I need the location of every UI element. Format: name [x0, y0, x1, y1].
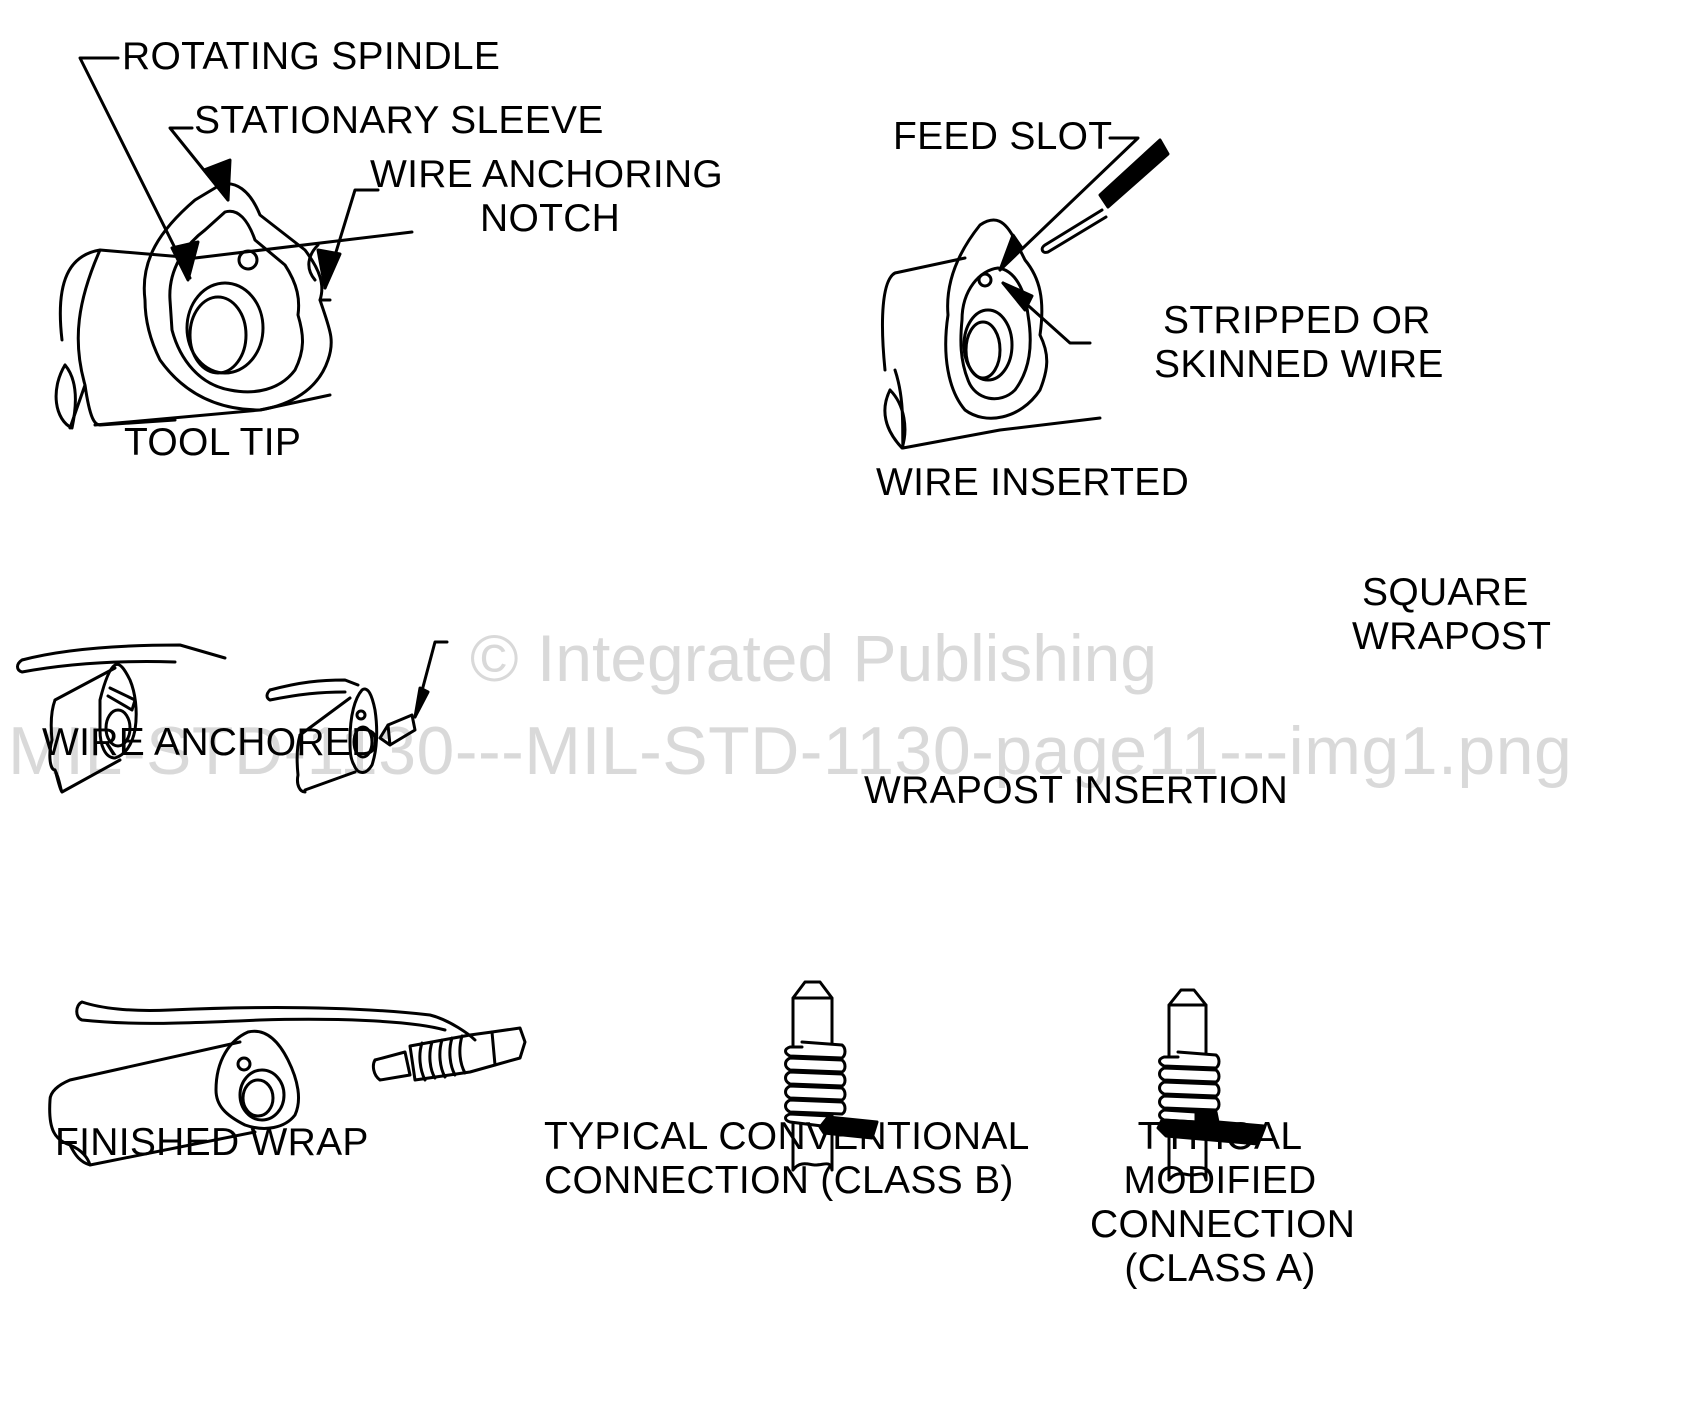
wire-anchored-drawing: [16, 643, 227, 794]
callout-notch: NOTCH: [480, 197, 621, 240]
spindle-outer: [185, 281, 265, 375]
tool-barrel: [295, 696, 357, 794]
insulated-wire-end: [818, 1115, 879, 1140]
callout-skinned-wire: SKINNED WIRE: [1154, 343, 1444, 386]
stationary-sleeve: [214, 1029, 300, 1130]
wire: [16, 643, 227, 674]
tool-barrel: [48, 666, 122, 794]
spindle-small-hole: [237, 249, 259, 271]
leader-rotating-spindle: [78, 56, 192, 280]
arrow-stationary-sleeve: [202, 158, 232, 202]
stationary-sleeve: [142, 182, 333, 412]
wire: [265, 678, 360, 702]
insulated-wire-end: [1156, 1109, 1266, 1146]
caption-wrapost-insertion: WRAPOST INSERTION: [864, 769, 1289, 812]
arrow-square-wrapost: [413, 686, 430, 719]
feed-slot-hole: [236, 1056, 252, 1072]
spindle-outer: [962, 308, 1014, 382]
tool-barrel: [58, 230, 414, 430]
arrow-rotating-spindle: [170, 240, 200, 282]
wire-insulation: [1098, 138, 1170, 209]
caption-wire-anchored: WIRE ANCHORED: [42, 721, 380, 764]
stationary-sleeve: [348, 687, 379, 774]
spindle: [352, 725, 374, 759]
wire-turns: [784, 1040, 847, 1060]
wire-inserted-drawing: [881, 136, 1170, 450]
finished-wrap-drawing: [48, 1000, 527, 1167]
callout-rotating-spindle: ROTATING SPINDLE: [122, 35, 501, 78]
square-wrapost: [378, 713, 417, 747]
spindle-inner: [188, 295, 248, 375]
arrow-notch: [316, 248, 342, 290]
spindle-inner: [964, 320, 1002, 380]
leader-feed-slot: [998, 136, 1140, 272]
sleeve-inner: [959, 266, 1032, 401]
wire-turns: [1158, 1050, 1221, 1070]
spindle: [104, 708, 132, 748]
caption-modified-line1: TYPICAL: [1137, 1115, 1303, 1158]
feed-slot-hole: [355, 709, 367, 721]
caption-finished-wrap: FINISHED WRAP: [55, 1121, 369, 1164]
tool-tip-drawing: [54, 56, 414, 430]
stationary-sleeve: [944, 218, 1049, 420]
wrapped-post: [371, 1030, 497, 1082]
callout-stationary-sleeve: STATIONARY SLEEVE: [194, 99, 604, 142]
caption-modified-line2: MODIFIED: [1123, 1159, 1317, 1202]
stripped-wire: [1040, 208, 1108, 254]
arrow-stripped-wire: [1001, 281, 1034, 312]
feed-slot-hole: [977, 272, 993, 288]
tool-barrel: [48, 1040, 257, 1167]
tool-barrel: [881, 256, 1102, 450]
sleeve-inner: [168, 209, 304, 394]
arrow-feed-slot: [998, 233, 1024, 272]
callout-wire-anchoring: WIRE ANCHORING: [370, 153, 724, 196]
caption-tool-tip: TOOL TIP: [124, 421, 302, 464]
caption-wire-inserted: WIRE INSERTED: [876, 461, 1190, 504]
stationary-sleeve: [98, 662, 138, 760]
spindle-inner: [241, 1078, 275, 1118]
post-end: [490, 1026, 527, 1067]
callout-square: SQUARE: [1362, 571, 1529, 614]
caption-modified-line4: (CLASS A): [1124, 1247, 1316, 1290]
anchored-wire-end: [106, 686, 137, 712]
caption-conventional-line1: TYPICAL CONVENTIONAL: [544, 1115, 1030, 1158]
spindle-outer: [238, 1068, 286, 1122]
wrapost-insertion-drawing: [265, 640, 449, 794]
callout-stripped-or: STRIPPED OR: [1163, 299, 1431, 342]
wire: [75, 1000, 477, 1042]
callout-feed-slot: FEED SLOT: [893, 115, 1113, 158]
conventional-connection-drawing: [784, 980, 879, 1172]
anchoring-notch: [307, 243, 332, 302]
caption-modified-line3: CONNECTION: [1090, 1203, 1356, 1246]
callout-wrapost: WRAPOST: [1352, 615, 1552, 658]
caption-conventional-line2: CONNECTION (CLASS B): [544, 1159, 1014, 1202]
modified-connection-drawing: [1156, 988, 1266, 1182]
tool-barrel-end: [54, 363, 77, 430]
